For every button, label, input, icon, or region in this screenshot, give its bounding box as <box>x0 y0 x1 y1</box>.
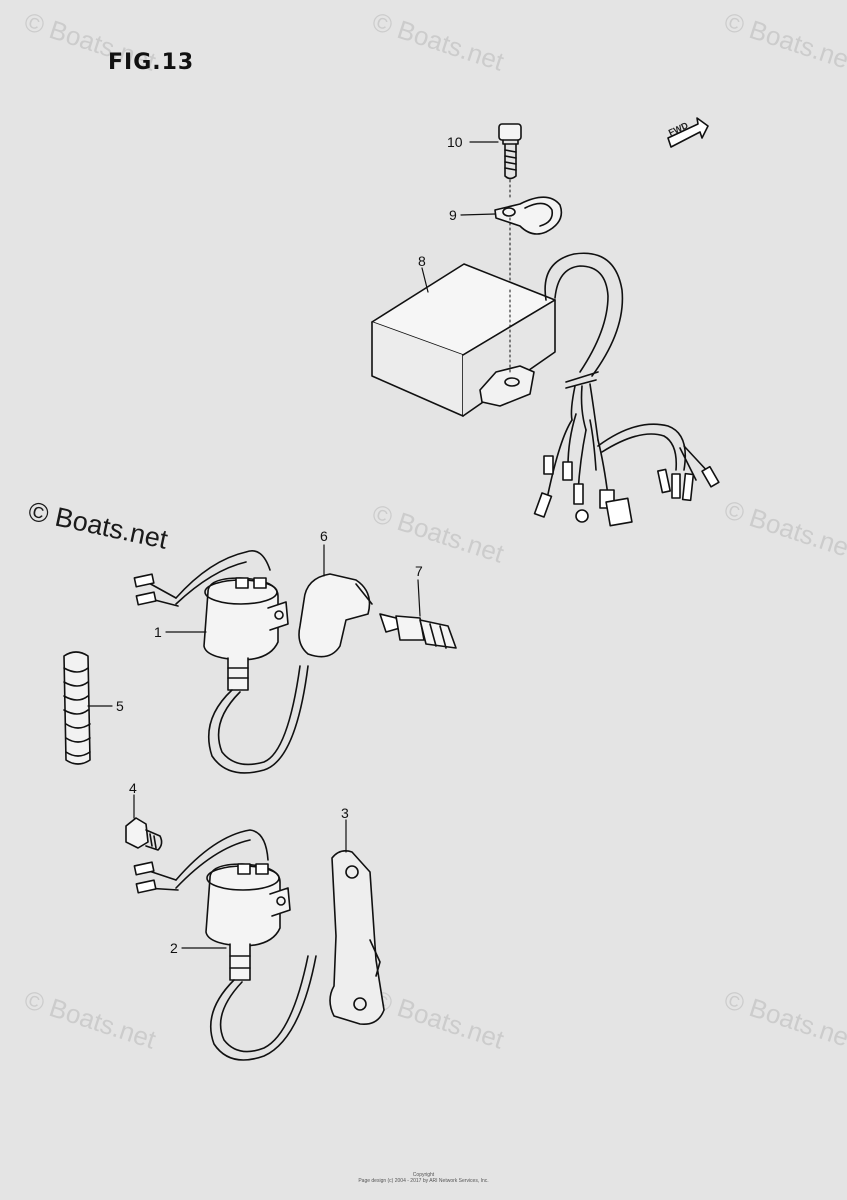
callout-6: 6 <box>320 528 328 544</box>
callout-2: 2 <box>170 940 178 956</box>
figure-title: FIG.13 <box>108 50 195 75</box>
ignition-coil-part-1 <box>133 550 309 774</box>
ignition-coil-part-2 <box>133 829 317 1061</box>
copyright-line: Copyright <box>412 1172 435 1178</box>
callout-1: 1 <box>154 624 162 640</box>
bolt-part-4 <box>125 817 163 851</box>
callout-5: 5 <box>116 698 124 714</box>
callout-9: 9 <box>449 207 457 223</box>
bolt-part-10 <box>498 123 522 201</box>
cdi-unit-part-8 <box>371 252 720 527</box>
fwd-arrow-icon <box>667 117 709 148</box>
plug-cap-part-6 <box>298 573 373 658</box>
copyright-notice: Page design (c) 2004 - 2017 by ARI Netwo… <box>358 1178 489 1184</box>
callout-8: 8 <box>418 253 426 269</box>
protector-tube-part-5 <box>63 651 91 765</box>
spark-plug-part-7 <box>379 613 457 649</box>
clamp-part-9 <box>494 196 563 291</box>
callout-7: 7 <box>415 563 423 579</box>
callout-4: 4 <box>129 780 137 796</box>
bracket-part-3 <box>329 850 385 1026</box>
callout-3: 3 <box>341 805 349 821</box>
callout-10: 10 <box>447 134 463 150</box>
